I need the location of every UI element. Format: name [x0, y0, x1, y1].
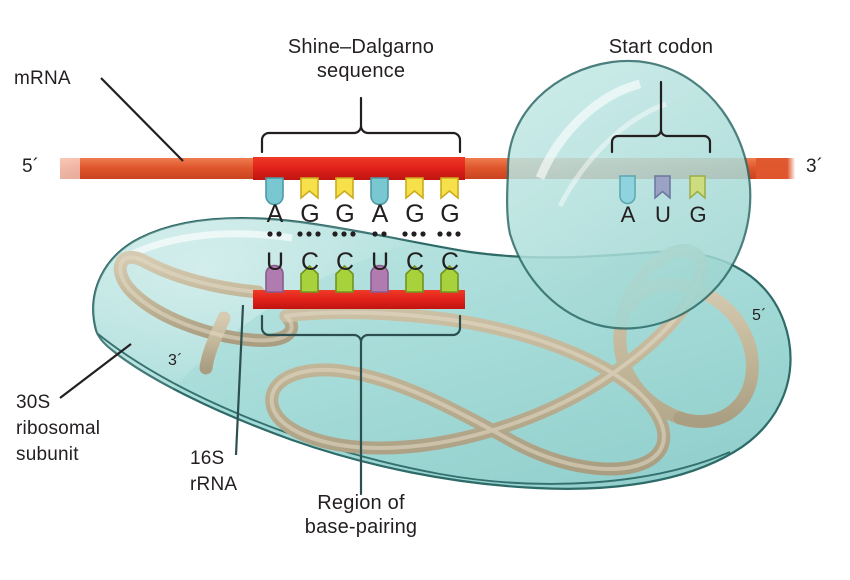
- base-A-1: [265, 177, 284, 206]
- mrna-label: mRNA: [14, 68, 71, 89]
- base-pairing-label-line2: base-pairing: [304, 516, 418, 538]
- base-G-2: [300, 177, 319, 200]
- base-A-start: [619, 175, 636, 205]
- mrna-base-letter-6: G: [440, 200, 460, 228]
- base-C-3: [335, 264, 354, 293]
- rrna-label-line2: rRNA: [190, 474, 238, 495]
- mrna-leader-line: [100, 77, 184, 162]
- rrna-label-line1: 16S: [190, 448, 225, 469]
- rrna-base-letter-6: C: [440, 248, 460, 276]
- rrna-base-letter-4: U: [370, 248, 390, 276]
- rrna-3-prime-label: 3´: [168, 352, 183, 369]
- base-G-3: [335, 177, 354, 200]
- base-G-5: [405, 177, 424, 200]
- base-U-1: [265, 264, 284, 293]
- base-pairing-label-line1: Region of: [317, 492, 405, 514]
- base-G-start: [689, 175, 706, 200]
- rrna-leader-line: [234, 304, 245, 456]
- base-U-4: [370, 264, 389, 293]
- subunit-label-line1: 30S: [16, 392, 51, 413]
- start-codon-letter-1: A: [620, 202, 636, 227]
- base-A-4: [370, 177, 389, 206]
- mrna-3-prime-label: 3´: [806, 156, 824, 177]
- start-codon-bracket: [610, 80, 712, 154]
- start-codon-letter-2: U: [655, 202, 671, 227]
- hydrogen-bond-dots: [267, 231, 461, 237]
- 16s-rrna-highlight: [118, 255, 702, 471]
- base-G-6: [440, 177, 459, 200]
- mrna-base-letter-1: A: [266, 200, 284, 228]
- rrna-5-prime-label: 5´: [752, 307, 767, 324]
- subunit-label-line2: ribosomal: [16, 418, 101, 439]
- rrna-base-letter-1: U: [265, 248, 285, 276]
- rrna-base-letter-5: C: [405, 248, 425, 276]
- shine-dalgarno-mrna-segment: [253, 157, 465, 180]
- subunit-label-line3: subunit: [16, 444, 79, 465]
- base-pairing-bracket: [260, 314, 462, 496]
- rrna-bases: [265, 264, 459, 293]
- mrna-base-letter-5: G: [405, 200, 425, 228]
- base-C-6: [440, 264, 459, 293]
- base-U-start: [654, 175, 671, 200]
- mrna-base-letter-2: G: [300, 200, 320, 228]
- mrna-base-letter-3: G: [335, 200, 355, 228]
- rrna-base-letter-2: C: [300, 248, 320, 276]
- start-codon-letter-3: G: [689, 202, 707, 227]
- mrna-5-prime-label: 5´: [22, 156, 40, 177]
- base-C-2: [300, 264, 319, 293]
- mrna-base-letter-4: A: [371, 200, 389, 228]
- base-C-5: [405, 264, 424, 293]
- shine-dalgarno-label-line1: Shine–Dalgarno: [287, 36, 435, 58]
- rrna-base-letter-3: C: [335, 248, 355, 276]
- mrna-bases: [265, 177, 459, 206]
- start-codon-bases: [619, 175, 706, 205]
- shine-dalgarno-label-line2: sequence: [316, 60, 406, 82]
- start-codon-label: Start codon: [608, 36, 714, 58]
- subunit-leader-line: [59, 343, 132, 399]
- shine-dalgarno-bracket: [260, 96, 462, 154]
- rrna-anti-sd-segment: [253, 290, 465, 309]
